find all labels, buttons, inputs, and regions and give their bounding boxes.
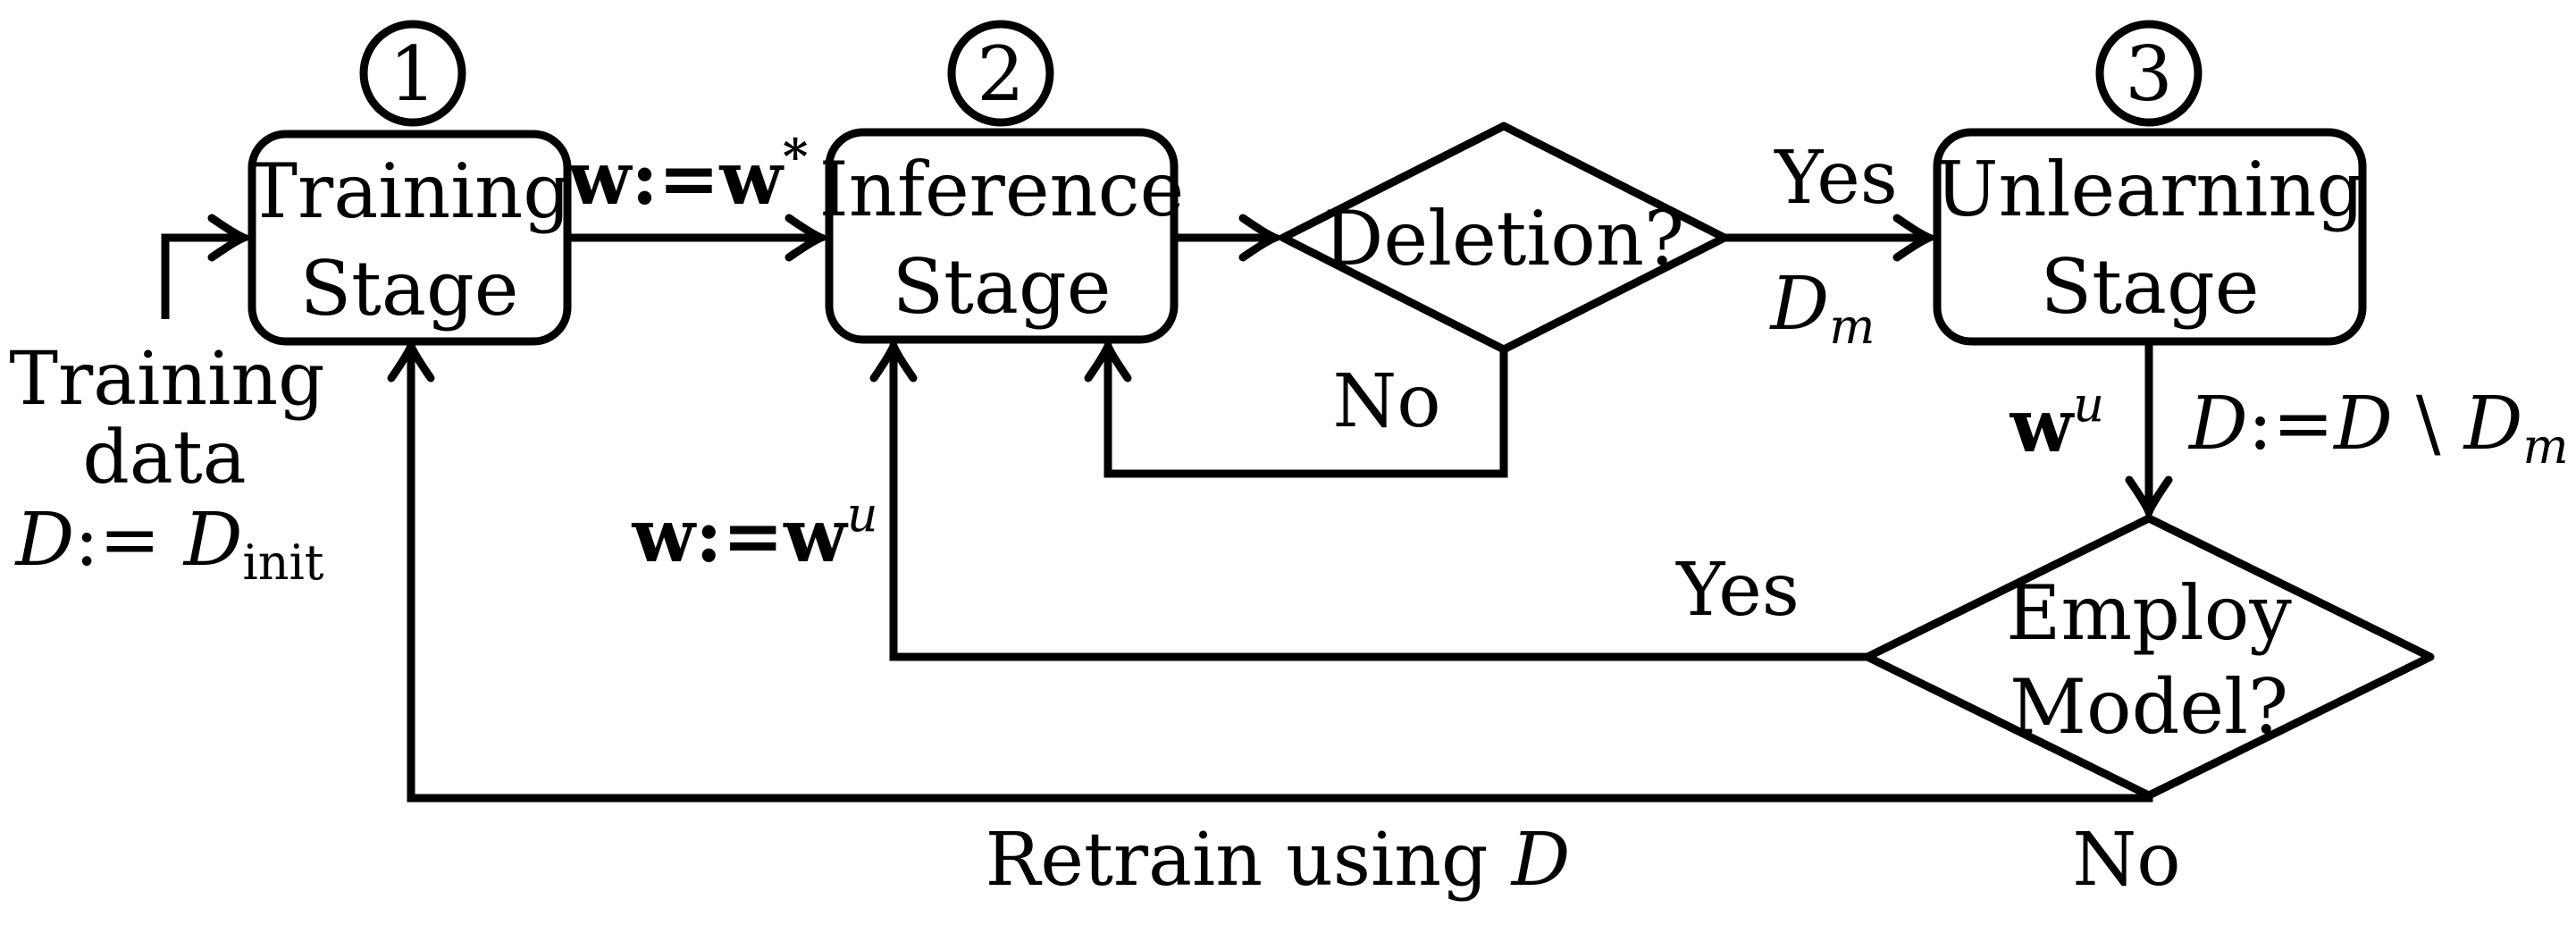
training-stage-label-line2: Stage <box>300 245 519 332</box>
step-circle-2-icon <box>947 20 1054 127</box>
step-badge-1: 1 <box>359 20 466 127</box>
decision-node-deletion: Deletion? <box>1279 122 1729 354</box>
w-assign-wstar-label: w:=w* <box>567 128 808 222</box>
training-data-annotation: Training data D:= Dinit <box>9 337 324 591</box>
employ-no-label: No <box>2072 818 2180 903</box>
step-number-3: 3 <box>2125 30 2172 118</box>
employ-model-label-line2: Model? <box>2010 663 2288 751</box>
training-data-equation: D:= Dinit <box>14 498 324 591</box>
step-circle-3-icon <box>2095 20 2203 127</box>
stage-node-inference: Inference Stage <box>819 128 1185 344</box>
inference-stage-label-line1: Inference <box>819 146 1185 233</box>
training-stage-box <box>248 130 572 346</box>
deletion-question-label: Deletion? <box>1323 195 1684 282</box>
stage-node-training: Training Stage <box>248 130 572 346</box>
retrain-label: Retrain using D <box>986 818 1571 903</box>
decision-node-employ: Employ Model? <box>1863 514 2435 800</box>
employ-yes-label: Yes <box>1675 548 1800 633</box>
inference-stage-label-line2: Stage <box>893 243 1112 331</box>
w-assign-wu-label: w:=wu <box>632 486 878 579</box>
unlearning-stage-label-line2: Stage <box>2041 243 2260 331</box>
wu-label: wu <box>2010 376 2104 469</box>
stage-node-unlearning: Unlearning Stage <box>1933 128 2367 346</box>
deletion-dm-label: Dm <box>1769 262 1875 355</box>
step-number-1: 1 <box>389 30 436 118</box>
deletion-no-label: No <box>1332 359 1440 444</box>
dataset-update-label: D:=D \ Dm <box>2187 382 2569 475</box>
training-data-label-line2: data <box>82 416 246 500</box>
edge-trainingdata-to-training <box>161 214 256 319</box>
unlearning-stage-box <box>1933 128 2367 346</box>
step-circle-1-icon <box>359 20 466 127</box>
step-number-2: 2 <box>977 30 1024 118</box>
employ-model-label-line1: Employ <box>2006 569 2292 657</box>
edge-employ-yes-to-inference <box>869 334 1867 661</box>
edge-deletion-no-loop <box>1084 334 1508 478</box>
deletion-yes-label: Yes <box>1774 136 1898 221</box>
employ-model-diamond <box>1863 514 2435 800</box>
deletion-diamond <box>1279 122 1729 354</box>
step-badge-2: 2 <box>947 20 1054 127</box>
training-stage-label-line1: Training <box>248 147 571 235</box>
inference-stage-box <box>825 128 1179 344</box>
training-data-label-line1: Training <box>9 337 324 422</box>
step-badge-3: 3 <box>2095 20 2203 127</box>
unlearning-stage-label-line1: Unlearning <box>1935 146 2365 233</box>
